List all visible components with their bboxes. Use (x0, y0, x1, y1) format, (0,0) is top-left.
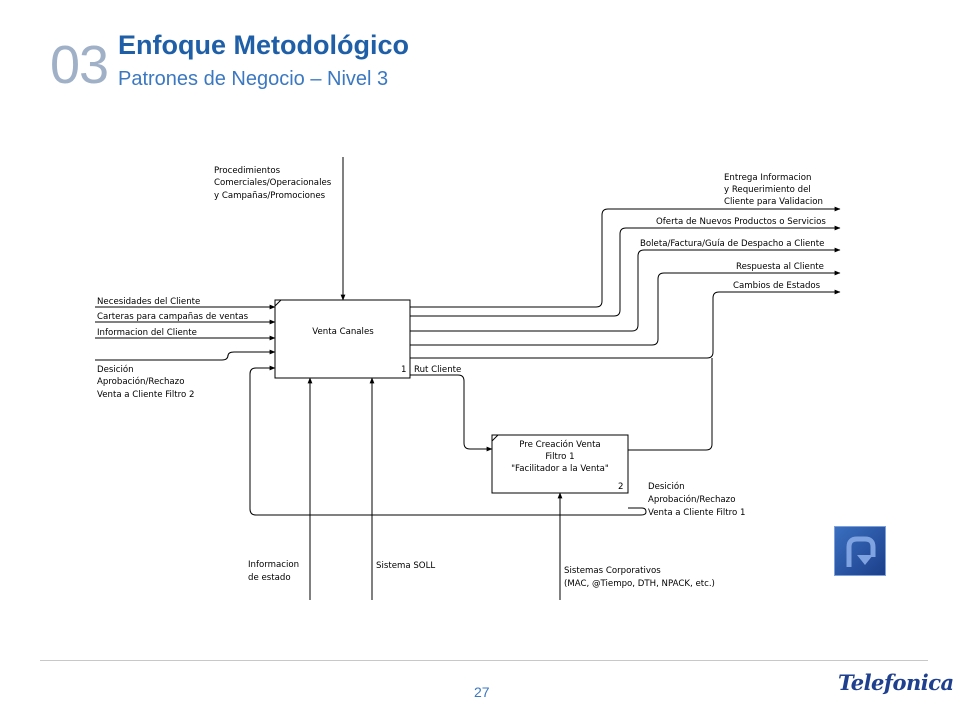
arrow-output-cambios (410, 289, 841, 359)
u-turn-return-icon (846, 536, 876, 567)
page-number: 27 (474, 684, 490, 700)
mechanism-corporativos-line2: (MAC, @Tiempo, DTH, NPACK, etc.) (564, 579, 715, 589)
control-line2: Comerciales/Operacionales (214, 178, 332, 188)
arrow-feedback-filtro1 (249, 365, 647, 516)
box-venta-canales (274, 299, 411, 379)
arrow-output-box2 (628, 358, 713, 451)
mechanism-soll-label: Sistema SOLL (376, 561, 435, 571)
input-desicion2-line3: Venta a Cliente Filtro 2 (97, 390, 194, 400)
arrow-output-boleta (410, 247, 841, 332)
output-entrega-line2: y Requerimiento del (724, 185, 811, 195)
input-carteras-label: Carteras para campañas de ventas (97, 312, 249, 322)
arrow-output-entrega (410, 206, 841, 308)
arrow-rut-cliente (410, 374, 493, 452)
box1-number: 1 (401, 365, 406, 375)
output-desicion1-line3: Venta a Cliente Filtro 1 (648, 508, 745, 518)
input-necesidades-label: Necesidades del Cliente (97, 297, 200, 307)
mechanism-corporativos-line1: Sistemas Corporativos (564, 566, 661, 576)
output-oferta-label: Oferta de Nuevos Productos o Servicios (656, 217, 826, 227)
box2-line3: "Facilitador a la Venta" (511, 464, 609, 474)
output-entrega-line3: Cliente para Validacion (724, 197, 823, 207)
page-title: Enfoque Metodológico (118, 30, 409, 60)
back-button[interactable] (834, 526, 886, 576)
page-subtitle: Patrones de Negocio – Nivel 3 (118, 68, 389, 90)
section-number: 03 (50, 35, 109, 95)
footer-divider (40, 660, 928, 661)
box2-number: 2 (618, 482, 623, 492)
box2-line1: Pre Creación Venta (519, 439, 600, 450)
input-informacion-label: Informacion del Cliente (97, 328, 197, 338)
output-desicion1-line1: Desición (648, 481, 685, 492)
arrow-input-desicion2 (95, 349, 276, 361)
output-rut-label: Rut Cliente (414, 365, 461, 375)
output-entrega-line1: Entrega Informacion (724, 173, 811, 183)
box1-label: Venta Canales (312, 327, 374, 337)
control-line3: y Campañas/Promociones (214, 191, 326, 201)
output-boleta-label: Boleta/Factura/Guía de Despacho a Client… (640, 239, 824, 249)
mechanism-info-estado-line1: Informacion (248, 560, 299, 570)
output-cambios-label: Cambios de Estados (733, 281, 821, 291)
box2-line2: Filtro 1 (545, 452, 574, 462)
input-desicion2-line1: Desición (97, 364, 134, 375)
input-desicion2-line2: Aprobación/Rechazo (97, 376, 184, 387)
control-line1: Procedimientos (214, 166, 281, 176)
arrow-output-respuesta (410, 270, 841, 346)
arrow-output-oferta (410, 225, 841, 317)
output-desicion1-line2: Aprobación/Rechazo (648, 494, 735, 505)
telefonica-logo: Telefonica (838, 670, 954, 695)
mechanism-info-estado-line2: de estado (248, 573, 291, 583)
output-respuesta-label: Respuesta al Cliente (736, 262, 824, 272)
